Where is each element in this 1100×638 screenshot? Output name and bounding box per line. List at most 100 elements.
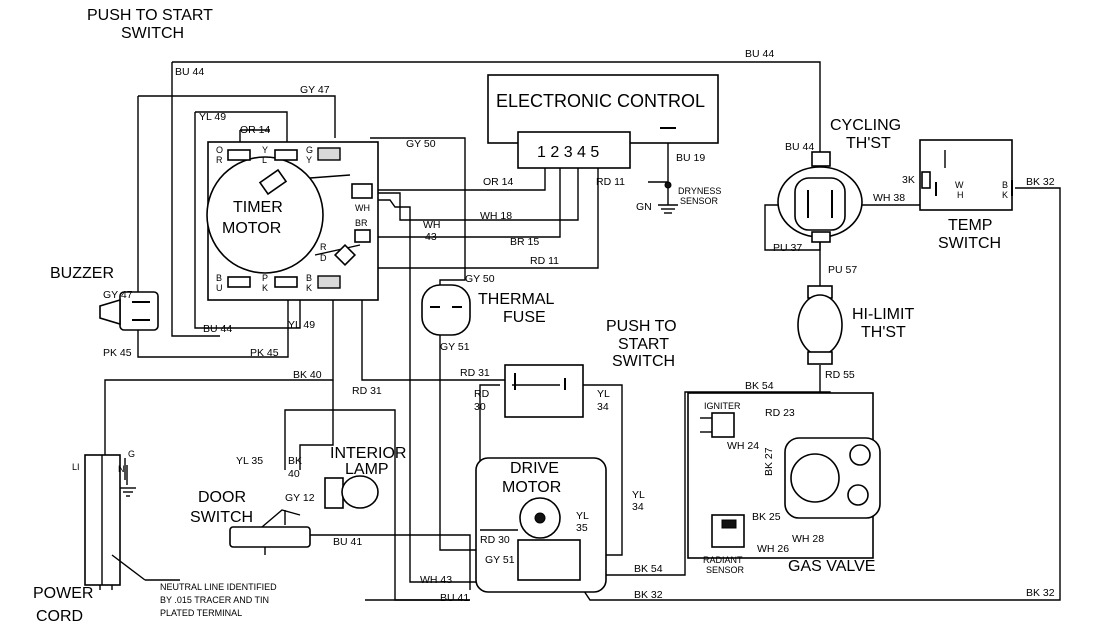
push-start-mid-label-2: START [618,336,669,353]
wire-bk40-lamp: BK [288,455,302,467]
radiant-sensor-label-2: SENSOR [706,565,745,575]
wire-gy50-top: GY 50 [406,138,436,150]
cord-n-label: N [118,464,125,474]
wire-bk40: BK 40 [293,369,322,381]
wire-rd55: RD 55 [825,369,855,381]
gas-valve-shape [687,392,881,559]
temp-term-wh-2: H [957,190,964,200]
wire-bu44-buzz: BU 44 [203,323,232,335]
term-rd-1: R [320,242,327,252]
hi-limit-shape [797,285,843,365]
wire-bk32-right: BK 32 [1026,176,1055,188]
wire-bu19: BU 19 [676,152,705,164]
three-k-label: 3K [902,174,915,186]
wire-bu44-top-right: BU 44 [745,48,774,60]
term-bu-2: U [216,283,223,293]
wire-pk45-mid: PK 45 [250,347,279,359]
wire-wh38: WH 38 [873,192,905,204]
wire-gy12: GY 12 [285,492,315,504]
thermal-fuse-shape [421,284,471,336]
temp-switch-label-2: SWITCH [938,235,1001,252]
hi-limit-label-2: TH'ST [861,324,906,341]
wire-yl35-motor: YL [576,510,589,522]
term-bk-2: K [306,283,312,293]
thermal-fuse-label-1: THERMAL [478,291,555,308]
interior-lamp-label-2: LAMP [345,461,389,478]
temp-term-wh-1: W [955,180,964,190]
neutral-note-2: BY .015 TRACER AND TIN [160,595,269,605]
wire-bu41-bottom: BU 41 [440,592,469,604]
wire-yl35-motor-num: 35 [576,522,588,534]
door-switch-label-2: SWITCH [190,509,253,526]
wire-rd11-low: RD 11 [530,255,559,267]
wire-rd11-ctrl: RD 11 [596,176,625,188]
gn-label: GN [636,201,652,213]
wire-rd23: RD 23 [765,407,795,419]
wire-bu44-cyc: BU 44 [785,141,814,153]
wire-bk54-gas: BK 54 [745,380,774,392]
wire-rd30-motor: RD 30 [480,534,510,546]
term-wh: WH [355,203,370,213]
wire-yl34-sw-num: 34 [597,401,609,413]
wire-wh43-mid: WH [423,219,441,231]
cord-l1-label: LI [72,462,80,472]
push-start-top-label-2: SWITCH [121,25,184,42]
wire-yl34-sw: YL [597,388,610,400]
igniter-label: IGNITER [704,401,741,411]
drive-motor-label-2: MOTOR [502,479,561,496]
drive-motor-label-1: DRIVE [510,460,559,477]
wire-rd30-sw: RD [474,388,490,400]
wire-wh26: WH 26 [757,543,789,555]
cord-g-label: G [128,449,135,459]
wire-gy51-fuse: GY 51 [440,341,470,353]
wire-bk32-br: BK 32 [1026,587,1055,599]
wire-gy50-fuse: GY 50 [465,273,495,285]
term-gy-1: G [306,145,313,155]
wire-wh43-mid-num: 43 [425,231,437,243]
term-or-1: O [216,145,223,155]
wire-pu57: PU 57 [828,264,857,276]
wire-rd30-sw-num: 30 [474,401,486,413]
temp-switch-label-1: TEMP [948,217,992,234]
power-cord-label-2: CORD [36,608,83,625]
radiant-sensor-label-1: RADIANT [703,555,743,565]
wire-yl35-left: YL 35 [236,455,263,467]
lamp-shape [324,475,379,509]
wire-bk32-bottom: BK 32 [634,589,663,601]
wire-or14-mid: OR 14 [483,176,514,188]
door-switch-shape [229,509,311,555]
term-gy-2: Y [306,155,312,165]
wire-or14-top: OR 14 [240,124,271,136]
wire-bk54-motor: BK 54 [634,563,663,575]
wire-rd31-sw: RD 31 [460,367,490,379]
drive-motor-shape [475,457,607,593]
term-or-2: R [216,155,223,165]
wire-wh24: WH 24 [727,440,759,452]
cycling-label-2: TH'ST [846,135,891,152]
cycling-thermostat-shape [777,151,863,243]
wire-rd31-left: RD 31 [352,385,382,397]
wire-gy47-buzz: GY 47 [103,289,133,301]
term-bk-1: B [306,273,312,283]
interior-lamp-label-1: INTERIOR [330,445,406,462]
wire-bk40-lamp-num: 40 [288,468,300,480]
gas-valve-label: GAS VALVE [788,558,875,575]
power-cord-label-1: POWER [33,585,93,602]
timer-label-2: MOTOR [222,220,281,237]
dryness-sensor-label-1: DRYNESS [678,186,721,196]
wire-bu44-top: BU 44 [175,66,204,78]
wire-yl34-right: YL [632,489,645,501]
neutral-note-1: NEUTRAL LINE IDENTIFIED [160,582,277,592]
wire-bu41-door: BU 41 [333,536,362,548]
push-start-switch-shape [504,364,584,418]
push-start-mid-label-3: SWITCH [612,353,675,370]
wire-br15: BR 15 [510,236,539,248]
hi-limit-label-1: HI-LIMIT [852,306,914,323]
term-pk-2: K [262,283,268,293]
wire-yl49-top: YL 49 [199,111,226,123]
term-yl-1: Y [262,145,268,155]
temp-term-bk-2: K [1002,190,1008,200]
wire-yl34-right-num: 34 [632,501,644,513]
neutral-note-3: PLATED TERMINAL [160,608,242,618]
